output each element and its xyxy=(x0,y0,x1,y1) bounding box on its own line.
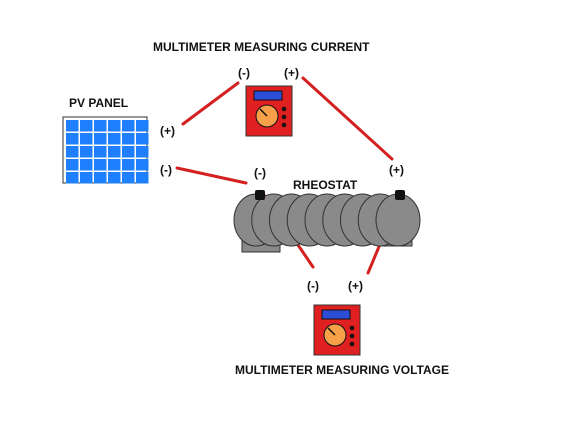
pv-cell xyxy=(80,133,93,145)
rheostat-coils xyxy=(233,193,421,247)
pv-cell-grid xyxy=(66,120,149,184)
pv-cell xyxy=(80,172,93,184)
voltage-meter-display xyxy=(321,309,351,320)
pv-panel-label: PV PANEL xyxy=(69,96,129,110)
pv-cell xyxy=(94,120,107,132)
wire-pv-neg xyxy=(175,166,248,185)
pv-cell xyxy=(66,159,79,171)
rheostat-coil xyxy=(375,193,421,247)
pv-cell xyxy=(136,146,149,158)
pv-cell xyxy=(108,120,121,132)
voltage-meter-pos-terminal: (+) xyxy=(348,279,363,293)
pv-neg-terminal: (-) xyxy=(160,163,172,177)
pv-cell xyxy=(136,172,149,184)
pv-cell xyxy=(94,146,107,158)
pv-cell xyxy=(136,120,149,132)
voltage-meter-title: MULTIMETER MEASURING VOLTAGE xyxy=(235,363,449,377)
pv-cell xyxy=(122,133,135,145)
pv-cell xyxy=(136,159,149,171)
rheostat-pos-terminal: (+) xyxy=(389,163,404,177)
current-meter-pos-terminal: (+) xyxy=(284,66,299,80)
current-meter-multimeter-icon xyxy=(245,85,293,137)
rheostat-terminal-left xyxy=(255,190,265,200)
rheostat-terminal-right xyxy=(395,190,405,200)
pv-cell xyxy=(108,172,121,184)
pv-cell xyxy=(94,172,107,184)
pv-cell xyxy=(94,133,107,145)
pv-cell xyxy=(66,146,79,158)
current-meter-neg-terminal: (-) xyxy=(238,66,250,80)
pv-cell xyxy=(108,146,121,158)
pv-cell xyxy=(136,133,149,145)
current-meter-display xyxy=(253,90,283,101)
pv-panel-icon xyxy=(62,116,149,184)
pv-cell xyxy=(66,120,79,132)
pv-cell xyxy=(80,159,93,171)
pv-cell xyxy=(122,159,135,171)
pv-cell xyxy=(108,159,121,171)
pv-pos-terminal: (+) xyxy=(160,124,175,138)
pv-cell xyxy=(122,146,135,158)
pv-cell xyxy=(66,133,79,145)
pv-cell xyxy=(122,120,135,132)
pv-cell xyxy=(122,172,135,184)
wire-current-meter-pos xyxy=(301,76,394,161)
wire-current-meter-neg xyxy=(181,81,240,126)
rheostat-label: RHEOSTAT xyxy=(293,178,358,192)
pv-cell xyxy=(108,133,121,145)
rheostat-icon xyxy=(233,190,421,253)
pv-cell xyxy=(80,146,93,158)
voltage-meter-multimeter-icon xyxy=(313,304,361,356)
voltage-meter-neg-terminal: (-) xyxy=(307,279,319,293)
pv-cell xyxy=(66,172,79,184)
rheostat-neg-terminal: (-) xyxy=(254,166,266,180)
pv-cell xyxy=(80,120,93,132)
current-meter-title: MULTIMETER MEASURING CURRENT xyxy=(153,40,370,54)
pv-cell xyxy=(94,159,107,171)
